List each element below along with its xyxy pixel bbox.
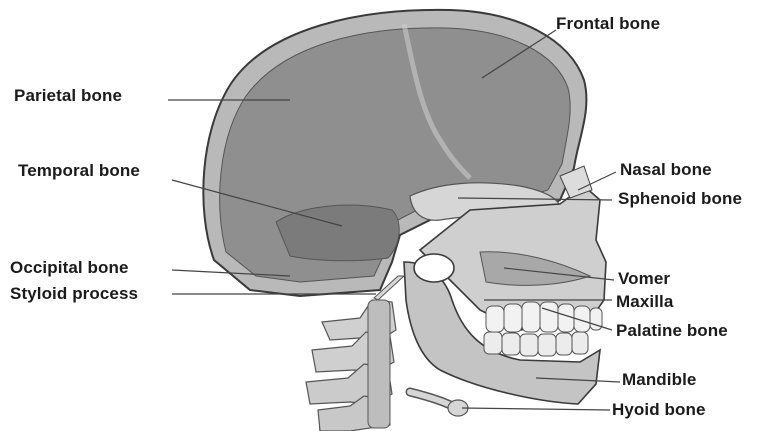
label-nasal-bone: Nasal bone	[620, 160, 712, 179]
label-hyoid-bone: Hyoid bone	[612, 400, 706, 419]
label-temporal-bone: Temporal bone	[18, 161, 140, 180]
label-vomer: Vomer	[618, 269, 671, 288]
label-maxilla: Maxilla	[616, 292, 674, 311]
mandible-shape	[403, 261, 601, 405]
label-sphenoid-bone: Sphenoid bone	[618, 189, 743, 208]
label-palatine-bone: Palatine bone	[616, 321, 728, 340]
lower-teeth	[483, 331, 589, 357]
upper-teeth	[485, 301, 603, 333]
cervical-vertebrae	[305, 299, 397, 431]
leader-lines	[168, 29, 621, 411]
temporal-region	[275, 204, 400, 262]
label-frontal-bone: Frontal bone	[556, 14, 661, 33]
hyoid-shape	[405, 387, 469, 417]
label-parietal-bone: Parietal bone	[14, 86, 123, 105]
label-mandible: Mandible	[622, 370, 697, 389]
label-styloid-process: Styloid process	[10, 284, 139, 303]
label-occipital-bone: Occipital bone	[10, 258, 129, 277]
